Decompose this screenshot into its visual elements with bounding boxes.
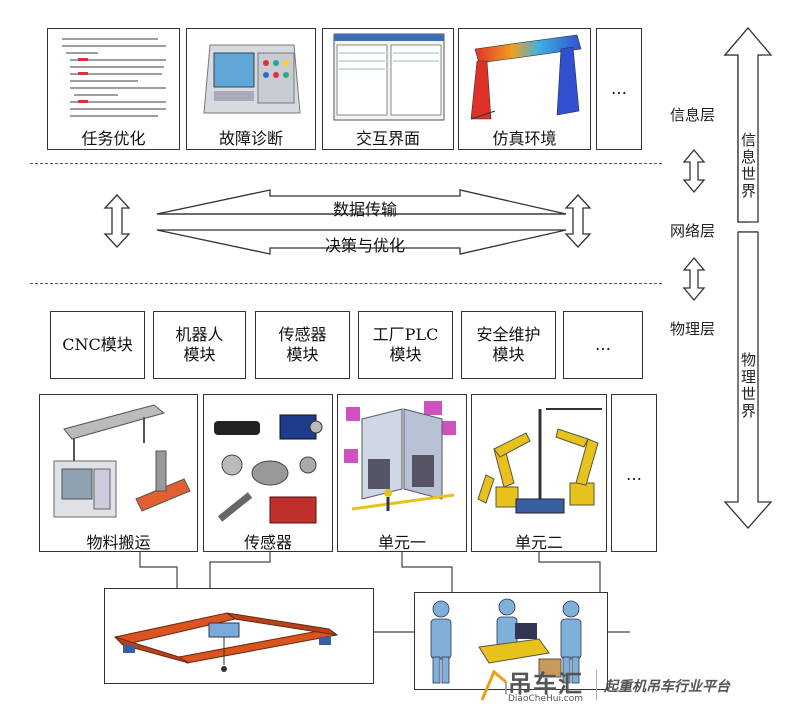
info-world-label: 信息世界 [739,132,757,200]
crane-logo-icon [480,669,507,701]
workers-box [414,592,608,690]
info-item-label: 故障诊断 [218,129,283,148]
physical-item-label: 物料搬运 [86,533,151,552]
ellipsis-label: … [626,465,642,484]
overhead-crane-image [109,593,371,681]
sensors-image [208,401,330,527]
info-network-divider [30,163,662,164]
data-transfer-label: 数据传输 [332,200,397,219]
module-safety: 安全维护 模块 [461,311,556,379]
watermark: 吊车汇 DiaoCheHui.com 起重机吊车行业平台 [478,664,808,708]
factory-cell-image [342,399,464,527]
info-item-label: 交互界面 [355,129,420,148]
info-item-label: 任务优化 [81,129,146,148]
physical-layer-label: 物理层 [670,320,716,338]
conveyor-machine-image [44,399,194,527]
robot-arms-image [476,399,604,527]
decision-optimization-label: 决策与优化 [324,236,405,255]
physical-item-label: 单元一 [377,533,426,552]
info-item-fault-diagnosis: 故障诊断 [186,28,316,150]
watermark-logo: 吊车汇 [508,670,583,698]
module-plc: 工厂PLC 模块 [358,311,453,379]
watermark-url: DiaoCheHui.com [508,694,584,704]
workers-image [419,597,605,687]
physical-item-label: 传感器 [243,533,292,552]
info-item-interactive-interface: 交互界面 [322,28,454,150]
info-item-label: 仿真环境 [492,129,557,148]
module-cnc: CNC模块 [50,311,145,379]
physical-item-label: 单元二 [514,533,563,552]
physical-item-more: … [611,394,657,552]
module-sensor: 传感器 模块 [255,311,350,379]
ellipsis-label: … [611,79,627,98]
info-item-more: … [596,28,642,150]
network-physical-divider [30,283,662,284]
physical-item-sensors: 传感器 [203,394,333,552]
gantry-simulation-image [465,31,585,123]
module-more: … [563,311,643,379]
watermark-divider [596,670,597,700]
physical-item-unit-two: 单元二 [471,394,607,552]
software-window-image [333,33,445,121]
network-layer-label: 网络层 [670,222,716,240]
physical-item-unit-one: 单元一 [337,394,467,552]
physical-world-label: 物理世界 [739,352,757,420]
crane-box [104,588,374,684]
info-layer-label: 信息层 [670,106,716,124]
diagnostic-device-image [202,35,302,123]
module-robot: 机器人 模块 [153,311,246,379]
info-item-task-optimization: 任务优化 [47,28,180,150]
code-screenshot-image [58,33,170,123]
watermark-slogan: 起重机吊车行业平台 [604,679,730,695]
info-item-simulation-environment: 仿真环境 [458,28,591,150]
physical-item-material-handling: 物料搬运 [39,394,198,552]
